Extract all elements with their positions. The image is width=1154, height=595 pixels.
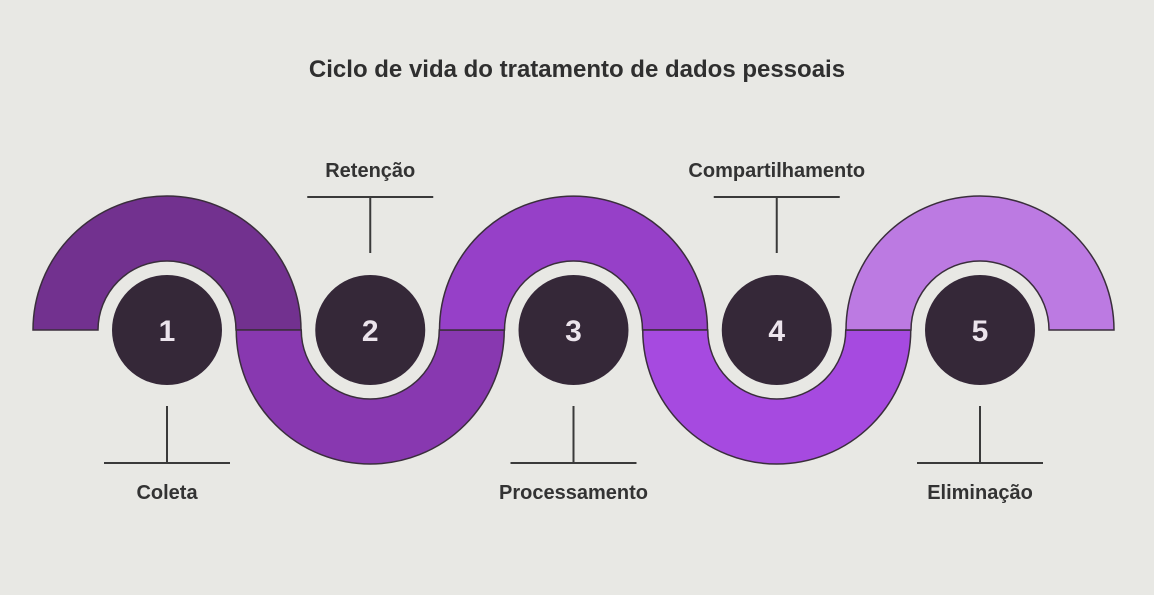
arc-segment-5 <box>845 195 1115 331</box>
step-label: Eliminação <box>927 482 1033 504</box>
step-number: 5 <box>972 315 989 348</box>
step-number: 3 <box>565 315 582 348</box>
connector-line <box>104 406 230 464</box>
connector-line <box>713 196 840 253</box>
step-number: 2 <box>362 315 379 348</box>
step-label: Coleta <box>136 482 198 504</box>
step-circle-4 <box>721 275 832 385</box>
arc-segment-3 <box>438 195 709 331</box>
connector-line <box>510 406 637 464</box>
connector-line <box>917 406 1043 464</box>
step-number: 4 <box>768 315 785 348</box>
diagram-title: Ciclo de vida do tratamento de dados pes… <box>308 56 846 83</box>
step-circle-1 <box>112 275 222 385</box>
step-circle-2 <box>315 275 426 385</box>
step-label: Retenção <box>325 160 415 182</box>
step-label: Processamento <box>499 482 648 504</box>
arc-segment-1 <box>32 195 302 331</box>
connector-line <box>307 196 434 253</box>
arc-segment-4 <box>641 329 912 465</box>
step-circle-3 <box>518 275 629 385</box>
step-label: Compartilhamento <box>688 160 865 182</box>
arc-segment-2 <box>235 329 506 465</box>
step-number: 1 <box>159 315 176 348</box>
step-circle-5 <box>925 275 1035 385</box>
